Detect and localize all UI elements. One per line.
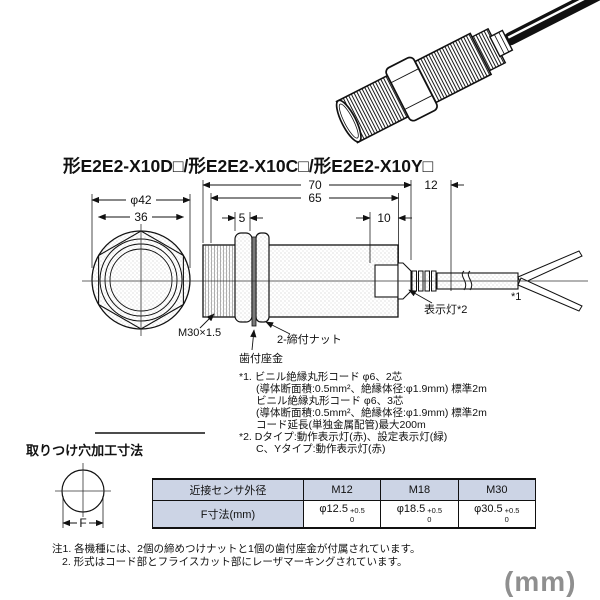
label-nuts: 2-締付ナット	[277, 332, 342, 346]
side-view	[82, 232, 588, 327]
cord-notes: *1. ビニル絶縁丸形コード φ6、2芯 (導体断面積:0.5mm²、絶縁体径:…	[239, 371, 487, 455]
note-line: *2. Dタイプ:動作表示灯(赤)、設定表示灯(緑)	[239, 431, 448, 443]
note-line: (導体断面積:0.5mm²、絶縁体径:φ1.9mm) 標準2m	[256, 407, 487, 419]
mounting-hole-diagram: F	[55, 432, 205, 530]
sensor-photo-illustration	[335, 0, 600, 144]
label-cord-ref: *1	[511, 291, 521, 303]
footnote-1: 注1. 各機種には、2個の締めつけナットと1個の歯付座金が付属されています。	[52, 543, 421, 555]
dimension-texts: φ42 36 70 65 12 10 5	[126, 178, 438, 225]
footnote-2: 2. 形式はコード部とフライスカット部にレーザマーキングされています。	[62, 555, 408, 568]
unit-label: (mm)	[504, 566, 577, 597]
label-washer: 歯付座金	[239, 351, 283, 365]
mounting-heading: 取りつけ穴加工寸法	[26, 443, 144, 458]
dim-10: 10	[377, 211, 391, 225]
front-view	[91, 224, 191, 336]
note-line: ビニル絶縁丸形コード φ6、3芯	[256, 395, 404, 407]
dim-12: 12	[424, 178, 438, 192]
note-line: コード延長(単独金属配管)最大200m	[256, 419, 426, 431]
table-row-label-f: F寸法(mm)	[152, 500, 304, 529]
dim-5: 5	[239, 211, 246, 225]
table-header-m30: M30	[457, 478, 537, 501]
table-header-m12: M12	[302, 478, 382, 501]
note-line: *1. ビニル絶縁丸形コード φ6、2芯	[239, 371, 403, 383]
part-labels: M30×1.5 2-締付ナット 歯付座金 表示灯*2 *1	[178, 289, 521, 365]
label-thread: M30×1.5	[178, 327, 221, 339]
dim-f: F	[79, 516, 86, 530]
footnotes: 注1. 各機種には、2個の締めつけナットと1個の歯付座金が付属されています。 2…	[52, 543, 421, 568]
dim-65: 65	[308, 191, 322, 205]
dim-dia42: φ42	[130, 193, 151, 207]
table-header-sensor-dia: 近接センサ外径	[152, 478, 304, 501]
dim-36: 36	[134, 210, 148, 224]
note-line: (導体断面積:0.5mm²、絶縁体径:φ1.9mm) 標準2m	[256, 383, 487, 395]
label-indicator: 表示灯*2	[424, 302, 467, 316]
table-header-m18: M18	[380, 478, 459, 501]
model-title: 形E2E2-X10D□/形E2E2-X10C□/形E2E2-X10Y□	[63, 156, 434, 176]
note-line: C、Yタイプ:動作表示灯(赤)	[256, 443, 386, 455]
dim-70: 70	[308, 178, 322, 192]
